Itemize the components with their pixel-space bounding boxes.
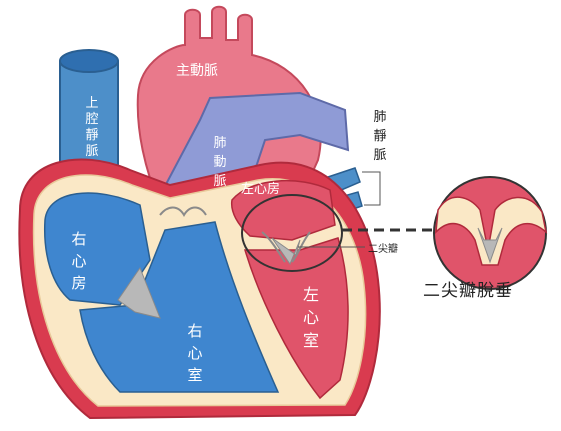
pulmonary-vein-bracket [362, 172, 380, 205]
label-mitral-valve-prolapse: 二尖瓣脫垂 [423, 282, 513, 300]
label-left-ventricle: 左心室 [302, 283, 320, 352]
label-pulmonary-veins: 肺靜脈 [372, 108, 388, 165]
label-mitral-valve: 二尖瓣 [368, 241, 398, 259]
label-right-ventricle: 右心室 [186, 320, 204, 386]
prolapse-detail-circle [434, 177, 546, 289]
label-left-atrium: 左心房 [241, 181, 280, 199]
label-superior-vena-cava: 上腔靜脈 [84, 96, 100, 160]
label-pulmonary-artery: 肺動脈 [212, 134, 228, 191]
label-aorta: 主動脈 [176, 62, 218, 80]
vena-cava-opening [60, 50, 118, 72]
label-right-atrium: 右心房 [70, 228, 88, 294]
